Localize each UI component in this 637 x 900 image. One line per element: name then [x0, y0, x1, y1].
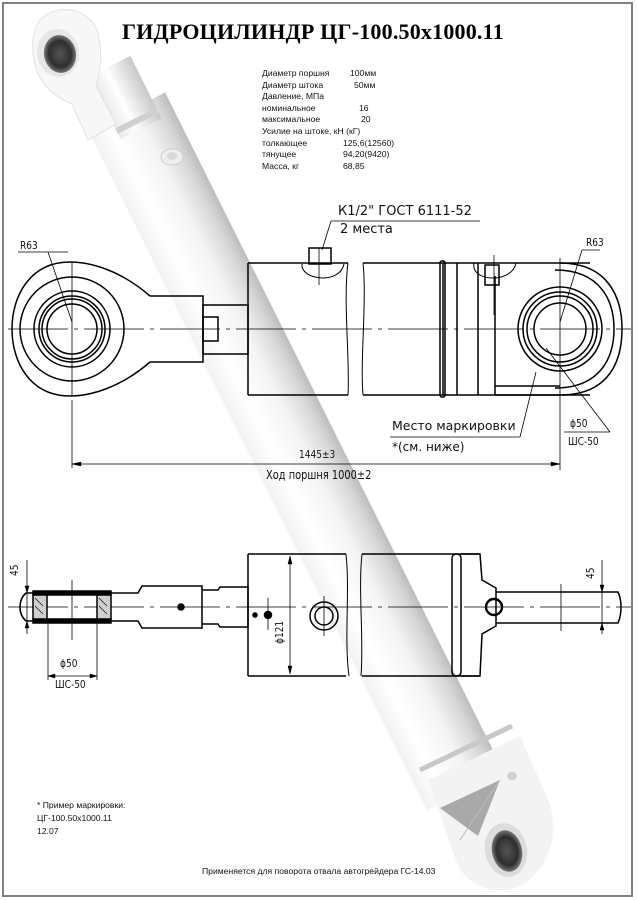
port-thread-label: К1/2" ГОСТ 6111-52 — [338, 204, 472, 219]
marking-example-code: ЦГ-100.50x1000.11 — [37, 813, 112, 823]
piston-rod — [89, 55, 162, 140]
spec-value: 100мм — [350, 68, 377, 78]
port-fitting-right — [484, 264, 500, 286]
spec-label: номинальное — [262, 102, 316, 113]
spec-value: 94,20(9420) — [343, 149, 390, 160]
spec-value: 16 — [359, 102, 369, 113]
spec-label: толкающее — [262, 137, 308, 148]
bearing-bottom-label: ШС-50 — [55, 678, 86, 691]
overall-length-dimension: 1445±3 — [299, 448, 336, 461]
bearing-section-left — [32, 594, 48, 620]
width-right-dimension: 45 — [584, 567, 597, 579]
marking-place-label: Место маркировки — [392, 418, 516, 433]
marking-reference-label: *(см. ниже) — [392, 440, 465, 454]
spec-label: максимальное — [262, 114, 321, 125]
stroke-dimension: Ход поршня 1000±2 — [266, 468, 372, 482]
cylinder-tube — [88, 92, 505, 812]
radius-left-label: R63 — [20, 239, 38, 252]
body-diameter-dimension: ϕ121 — [273, 620, 286, 644]
radius-right-label: R63 — [586, 236, 604, 249]
spec-value: 50мм — [354, 79, 376, 90]
marking-example-date: 12.07 — [37, 826, 59, 836]
spec-label: Масса, кг — [262, 160, 300, 171]
width-left-dimension: 45 — [8, 564, 21, 576]
port-count-label: 2 места — [340, 222, 393, 237]
rod-eye-left-outline — [11, 261, 151, 397]
bearing-label: ШС-50 — [568, 435, 599, 448]
port-fitting-left — [308, 247, 332, 265]
spec-label: Диаметр штока — [262, 79, 324, 90]
spec-value: 20 — [361, 114, 371, 125]
marking-example-heading: * Пример маркировки: — [37, 800, 126, 810]
bore-diameter-label: ϕ50 — [570, 417, 588, 430]
rod-eye-top — [32, 9, 117, 141]
bore-diameter-bottom-label: ϕ50 — [60, 657, 78, 670]
spec-label: Диаметр поршня — [262, 68, 330, 78]
spec-label: Давление, МПа — [262, 91, 324, 102]
drawing-title: ГИДРОЦИЛИНДР ЦГ-100.50x1000.11 — [122, 19, 504, 44]
spec-value: 68,85 — [343, 160, 365, 171]
spec-label: тянущее — [262, 149, 297, 160]
application-note: Применяется для поворота отвала автогрей… — [202, 866, 436, 876]
spec-label: Усилие на штоке, кН (кГ) — [262, 125, 361, 136]
cylinder-cap-bottom — [418, 723, 554, 891]
spec-value: 125,6(12560) — [343, 137, 395, 148]
pin-hole-right — [484, 597, 504, 617]
